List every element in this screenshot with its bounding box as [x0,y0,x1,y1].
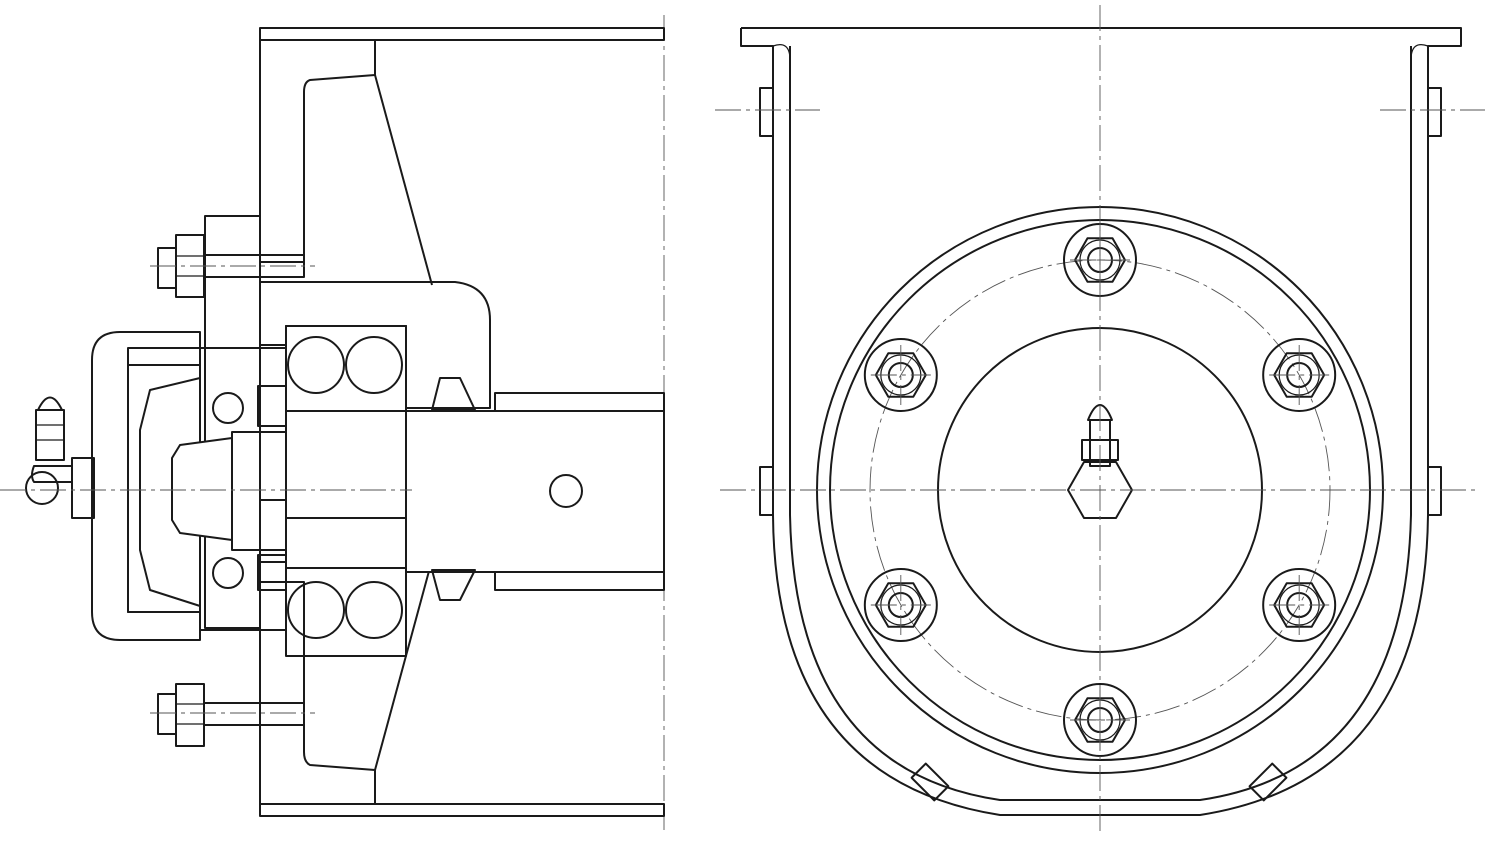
sectional-view [0,15,665,830]
shaft-pin-hole [549,474,583,508]
axle-shaft [405,392,665,591]
mounting-bracket [740,27,1462,816]
inner-bearing [171,347,287,631]
roller-shell [259,27,665,817]
seal [431,377,476,601]
hub-bolt [1262,338,1337,412]
hub-bolt [1262,568,1337,642]
hub-bolt [863,568,938,642]
grease-nipple [25,396,95,519]
hub-bolt [863,338,938,412]
bottom-bolts [910,762,1288,802]
end-view [715,5,1485,835]
bracket-bolts [759,87,1442,516]
flange-bolt-bottom [157,683,305,747]
